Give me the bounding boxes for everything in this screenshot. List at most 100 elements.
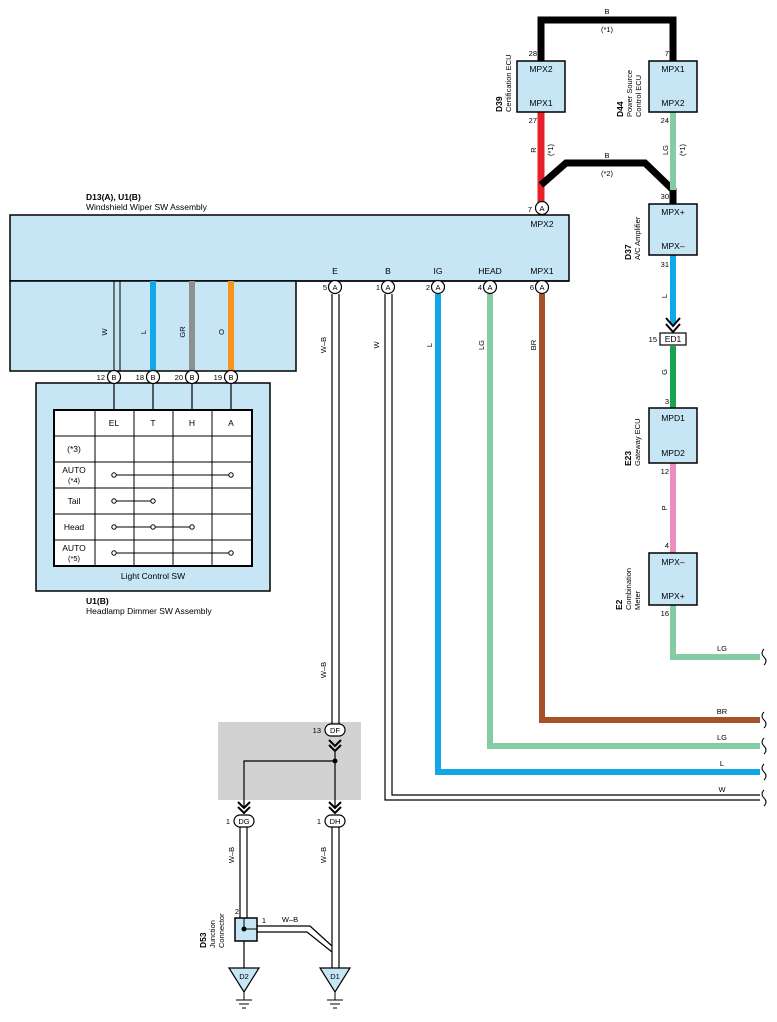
svg-text:AUTO: AUTO xyxy=(62,465,86,475)
e2-code: E2 xyxy=(614,599,624,610)
wire-wb-dg-label: W–B xyxy=(227,847,236,863)
d44-top-pin: 7 xyxy=(665,49,669,58)
wiper-assembly-code: D13(A), U1(B) xyxy=(86,192,141,202)
svg-text:12: 12 xyxy=(97,373,105,382)
light-switch-continuity xyxy=(111,472,234,556)
d44-name-line2: Control ECU xyxy=(634,75,643,117)
wire-mid-black-label: B xyxy=(604,151,609,160)
terminal-label-ig: IG xyxy=(434,266,443,276)
terminal-label-b: B xyxy=(385,266,391,276)
wire-top-black-note: (*1) xyxy=(601,25,614,34)
svg-text:D2: D2 xyxy=(239,972,249,981)
svg-text:B: B xyxy=(111,373,116,382)
d44-name-line1: Power Source xyxy=(625,70,634,117)
svg-text:T: T xyxy=(150,418,155,428)
wire-l-ig-label: L xyxy=(720,759,724,768)
d53-pin-top: 2 xyxy=(235,907,239,916)
svg-text:1: 1 xyxy=(317,817,321,826)
wire-mid-black-note: (*2) xyxy=(601,169,614,178)
svg-text:(*3): (*3) xyxy=(67,444,81,454)
d44-bottom-pin: 24 xyxy=(661,116,669,125)
light-switch-row-labels: (*3) AUTO (*4) Tail Head AUTO (*5) xyxy=(62,444,86,563)
junction-node xyxy=(332,758,338,764)
svg-text:Tail: Tail xyxy=(68,496,81,506)
e23-top-label: MPD1 xyxy=(661,413,685,423)
svg-text:A: A xyxy=(435,283,440,292)
light-switch-table xyxy=(53,409,253,567)
wire-red-label: R xyxy=(529,147,538,153)
ls-wire-l: L xyxy=(139,330,148,334)
svg-text:A: A xyxy=(487,283,492,292)
e2-top-label: MPX– xyxy=(661,557,684,567)
d39-bottom-label: MPX1 xyxy=(529,98,552,108)
terminal-label-e: E xyxy=(332,266,338,276)
svg-text:18: 18 xyxy=(136,373,144,382)
d37-top-label: MPX+ xyxy=(661,207,684,217)
df-connector: DF 13 xyxy=(313,723,346,753)
wire-lg-top-note: (*1) xyxy=(678,143,687,156)
break-marks xyxy=(761,648,767,807)
wire-w-b xyxy=(384,294,760,801)
wire-wb-dh-label: W–B xyxy=(319,847,328,863)
d53-code: D53 xyxy=(198,932,208,948)
d37-code: D37 xyxy=(623,244,633,260)
svg-text:H: H xyxy=(189,418,195,428)
wiper-mpx2-pin: 7 xyxy=(528,205,532,214)
svg-text:19: 19 xyxy=(214,373,222,382)
ls-wire-w: W xyxy=(100,328,109,336)
wire-lg-head-label-vertical: LG xyxy=(477,340,486,350)
svg-text:A: A xyxy=(332,283,337,292)
wire-ed1-out-label: G xyxy=(660,369,669,375)
d37-name: A/C Amplifier xyxy=(633,216,642,260)
wire-w-b-label: W xyxy=(718,785,726,794)
d44-code: D44 xyxy=(615,101,625,117)
svg-text:DH: DH xyxy=(330,817,341,826)
d39-top-pin: 28 xyxy=(529,49,537,58)
headlamp-assembly-name: Headlamp Dimmer SW Assembly xyxy=(86,606,212,616)
e23-gateway-ecu xyxy=(648,407,698,464)
wire-d53-label: W–B xyxy=(282,915,298,924)
d53-name-line1: Junction xyxy=(208,920,217,948)
wire-d37-out-label: L xyxy=(660,294,669,298)
wire-br-label-vertical: BR xyxy=(529,339,538,350)
svg-text:1: 1 xyxy=(226,817,230,826)
light-switch-wires xyxy=(113,281,234,371)
wire-w-b-inner xyxy=(391,294,760,796)
wiper-terminals: E B IG HEAD MPX1 5 1 2 4 6 xyxy=(323,266,554,292)
ed1-chevron-icon xyxy=(665,317,681,334)
terminal-pin-e: 5 xyxy=(323,283,327,292)
connector-b-letters: B B B B xyxy=(111,373,233,382)
d53-name-line2: Connector xyxy=(217,913,226,948)
svg-text:B: B xyxy=(189,373,194,382)
svg-text:13: 13 xyxy=(313,726,321,735)
svg-text:EL: EL xyxy=(109,418,120,428)
ed1-connector xyxy=(659,332,687,346)
svg-text:AUTO: AUTO xyxy=(62,543,86,553)
e2-bottom-label: MPX+ xyxy=(661,591,684,601)
e2-combination-meter xyxy=(648,552,698,606)
d44-power-source-control-ecu xyxy=(648,60,698,113)
d53-inner-wire xyxy=(243,918,257,930)
d37-top-pin: 30 xyxy=(661,192,669,201)
light-switch-lower-wires xyxy=(113,383,232,410)
e23-code: E23 xyxy=(623,451,633,466)
e2-name-line2: Meter xyxy=(633,590,642,610)
ed1-pin: 15 xyxy=(649,335,657,344)
d37-bottom-pin: 31 xyxy=(661,260,669,269)
svg-text:20: 20 xyxy=(175,373,183,382)
d53-pin-right: 1 xyxy=(262,916,266,925)
d39-code: D39 xyxy=(494,96,504,112)
wiper-assembly-name: Windshield Wiper SW Assembly xyxy=(86,202,208,212)
svg-text:Head: Head xyxy=(64,522,85,532)
wiper-mpx2-label: MPX2 xyxy=(530,219,553,229)
wire-d53-d1-b xyxy=(257,931,333,953)
d37-ac-amplifier xyxy=(648,203,698,256)
wire-lg-top-label: LG xyxy=(661,145,670,155)
ls-wire-gr: GR xyxy=(178,326,187,338)
d39-name: Certification ECU xyxy=(504,54,513,112)
terminal-label-head: HEAD xyxy=(478,266,502,276)
wire-l-ig-label-vertical: L xyxy=(425,343,434,347)
wire-l-ig xyxy=(435,294,760,775)
d44-top-label: MPX1 xyxy=(661,64,684,74)
svg-text:A: A xyxy=(539,283,544,292)
